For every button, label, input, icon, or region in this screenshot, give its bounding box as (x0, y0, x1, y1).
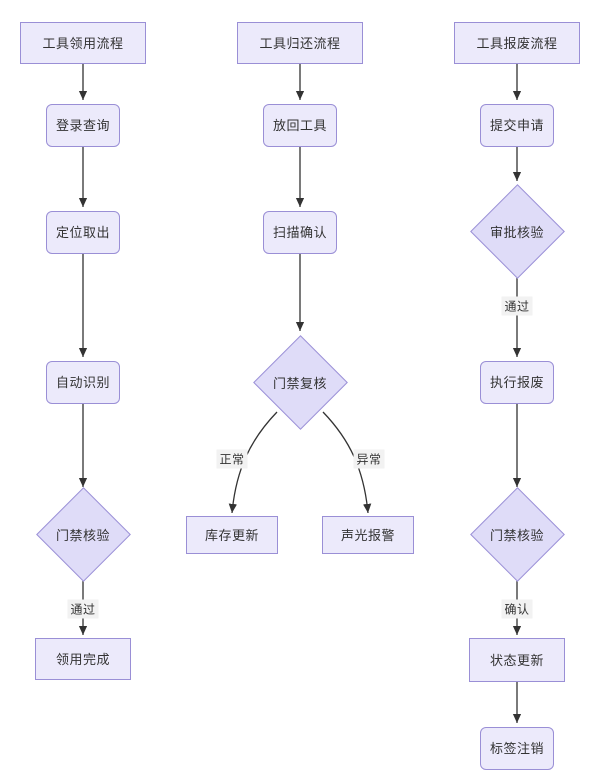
edge-label-return-abnormal: 异常 (353, 449, 385, 469)
node-label: 工具领用流程 (42, 35, 124, 51)
node-label: 门禁核验 (489, 527, 544, 543)
node-access-verify-checkout[interactable]: 门禁核验 (35, 486, 131, 582)
node-label: 审批核验 (489, 224, 544, 240)
edge-label-return-normal: 正常 (216, 449, 248, 469)
node-label: 工具报废流程 (476, 35, 558, 51)
node-label: 门禁核验 (55, 527, 110, 543)
node-login-query[interactable]: 登录查询 (46, 104, 120, 147)
node-submit-application[interactable]: 提交申请 (480, 104, 554, 147)
node-put-back-tool[interactable]: 放回工具 (263, 104, 337, 147)
node-approval-verify[interactable]: 审批核验 (469, 183, 565, 279)
node-label-deregister[interactable]: 标签注销 (480, 727, 554, 770)
node-label: 标签注销 (489, 741, 544, 756)
edge-label-text: 异常 (356, 452, 382, 467)
node-label: 放回工具 (272, 118, 327, 133)
edge-label-approval-pass: 通过 (501, 296, 533, 316)
node-tool-checkout-title[interactable]: 工具领用流程 (20, 22, 146, 64)
node-label: 库存更新 (204, 527, 259, 543)
node-label: 扫描确认 (272, 225, 327, 240)
edge-label-text: 正常 (219, 452, 245, 467)
node-label: 状态更新 (489, 652, 544, 668)
node-label: 执行报废 (489, 375, 544, 390)
node-audible-visual-alarm[interactable]: 声光报警 (322, 516, 414, 554)
node-tool-scrap-title[interactable]: 工具报废流程 (454, 22, 580, 64)
node-label: 自动识别 (55, 375, 110, 390)
node-execute-scrap[interactable]: 执行报废 (480, 361, 554, 404)
node-auto-identify[interactable]: 自动识别 (46, 361, 120, 404)
node-label: 工具归还流程 (259, 35, 341, 51)
edge-label-scrap-confirm: 确认 (501, 599, 533, 619)
edge-label-text: 通过 (504, 299, 530, 314)
node-label: 领用完成 (55, 651, 110, 667)
node-status-update[interactable]: 状态更新 (469, 638, 565, 682)
node-label: 提交申请 (489, 118, 544, 133)
node-scan-confirm[interactable]: 扫描确认 (263, 211, 337, 254)
node-label: 定位取出 (55, 225, 110, 240)
node-access-recheck[interactable]: 门禁复核 (252, 334, 348, 430)
node-access-verify-scrap[interactable]: 门禁核验 (469, 486, 565, 582)
edge-label-checkout-pass: 通过 (67, 599, 99, 619)
node-locate-retrieve[interactable]: 定位取出 (46, 211, 120, 254)
node-checkout-complete[interactable]: 领用完成 (35, 638, 131, 680)
node-tool-return-title[interactable]: 工具归还流程 (237, 22, 363, 64)
node-label: 声光报警 (340, 527, 395, 543)
edge-label-text: 确认 (504, 602, 530, 617)
node-inventory-update[interactable]: 库存更新 (186, 516, 278, 554)
node-label: 登录查询 (55, 118, 110, 133)
node-label: 门禁复核 (272, 375, 327, 391)
edge-label-text: 通过 (70, 602, 96, 617)
